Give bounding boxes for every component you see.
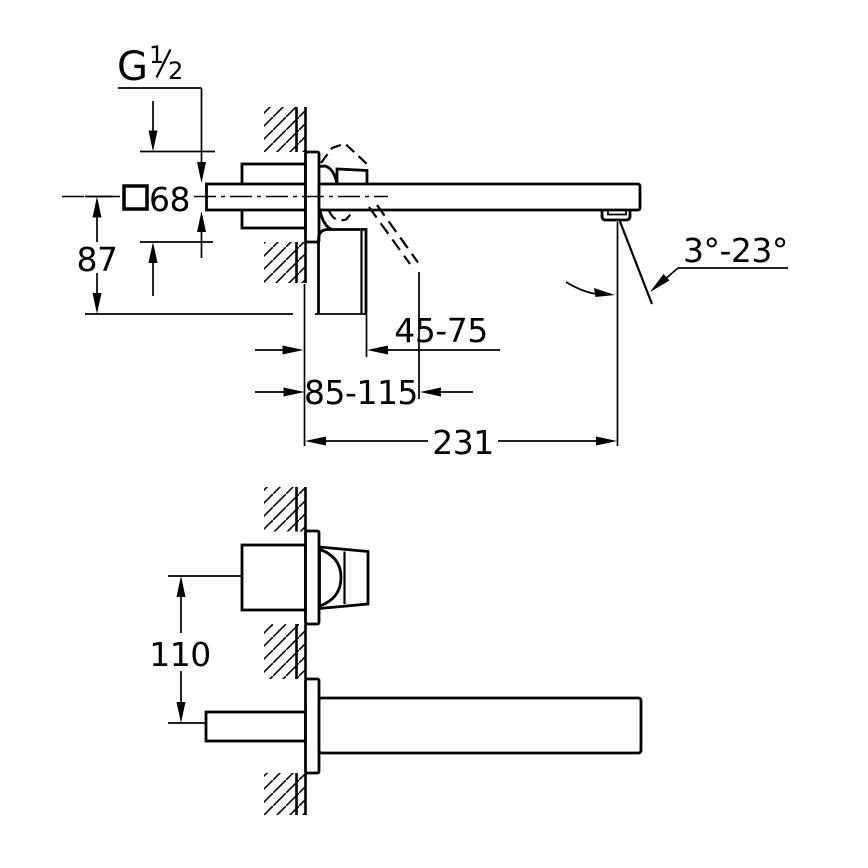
arrowhead	[305, 436, 326, 446]
wall-hatch	[264, 773, 297, 815]
arrowhead	[596, 436, 617, 446]
wall-hatch	[264, 487, 297, 532]
arrowhead	[283, 387, 305, 397]
plan-view: 110	[149, 487, 643, 815]
square-symbol	[122, 184, 149, 211]
aerator-detail	[607, 210, 627, 216]
dimension-label-110: 110	[149, 635, 211, 674]
arrowhead	[176, 576, 186, 597]
handle-swing-line	[376, 204, 419, 264]
handle-dome-lower	[318, 209, 333, 231]
arrowhead	[282, 345, 304, 355]
wall-hatch	[297, 242, 305, 283]
wall-hatch	[264, 242, 297, 283]
side-view: G 1 2 68	[62, 41, 788, 462]
spout-escutcheon-plan	[304, 677, 321, 775]
dimension-angle: 3°-23°	[565, 218, 788, 305]
arrowhead	[197, 211, 206, 232]
wall-hatch	[297, 624, 305, 679]
dimension-label-85-115: 85-115	[304, 373, 418, 412]
arrowhead	[594, 288, 615, 297]
spout-plan	[317, 696, 643, 755]
dimension-45-75: 45-75	[255, 311, 500, 357]
wall-hatch	[297, 487, 305, 532]
arrowhead	[197, 162, 206, 183]
dimension-label-68: 68	[149, 180, 190, 219]
mounting-plate	[317, 228, 368, 314]
handle-hidden-outline-lower	[327, 210, 354, 222]
arrowhead	[148, 130, 158, 152]
spout-supply-pipe-plan	[204, 710, 307, 743]
wall-hatch	[264, 624, 297, 679]
dimension-thread: G 1 2	[117, 41, 206, 258]
handle-escutcheon-plan	[304, 529, 321, 626]
dimension-85-115: 85-115	[255, 272, 473, 412]
handle-concealed-body	[240, 543, 307, 612]
dimension-231: 231	[303, 222, 619, 462]
handle-dome-upper	[318, 164, 339, 185]
arrowhead	[650, 274, 670, 292]
dimension-110: 110	[149, 575, 243, 724]
wall-hatch	[264, 107, 297, 152]
dimension-label-231: 231	[432, 423, 494, 462]
aerator	[600, 210, 632, 222]
arrowhead	[92, 293, 102, 314]
arrowhead	[92, 196, 102, 218]
angle-reference-line	[617, 218, 654, 305]
wall-section-side	[264, 107, 307, 283]
wall-section-plan	[264, 487, 307, 815]
handle-hidden-outline	[320, 142, 369, 166]
dimension-escutcheon-68: 68	[122, 101, 215, 296]
dimension-label-45-75: 45-75	[394, 311, 487, 350]
thread-label-g: G	[117, 44, 148, 90]
arrowhead	[176, 702, 186, 723]
arrowhead	[148, 242, 158, 263]
handle-lever-tip	[335, 167, 369, 183]
dimension-label-87: 87	[77, 240, 118, 279]
thread-label-numerator: 1	[149, 41, 164, 69]
handle-swing-line	[368, 206, 411, 265]
dimension-87: 87	[77, 195, 367, 315]
thread-label-denominator: 2	[168, 57, 183, 85]
dimension-label-angle: 3°-23°	[683, 231, 788, 270]
wall-hatch	[297, 107, 305, 152]
fraction-slash	[155, 49, 172, 78]
arrowhead	[420, 387, 441, 397]
wall-hatch	[297, 773, 305, 815]
arrowhead	[367, 345, 388, 355]
handle-dome-plan	[319, 548, 343, 608]
